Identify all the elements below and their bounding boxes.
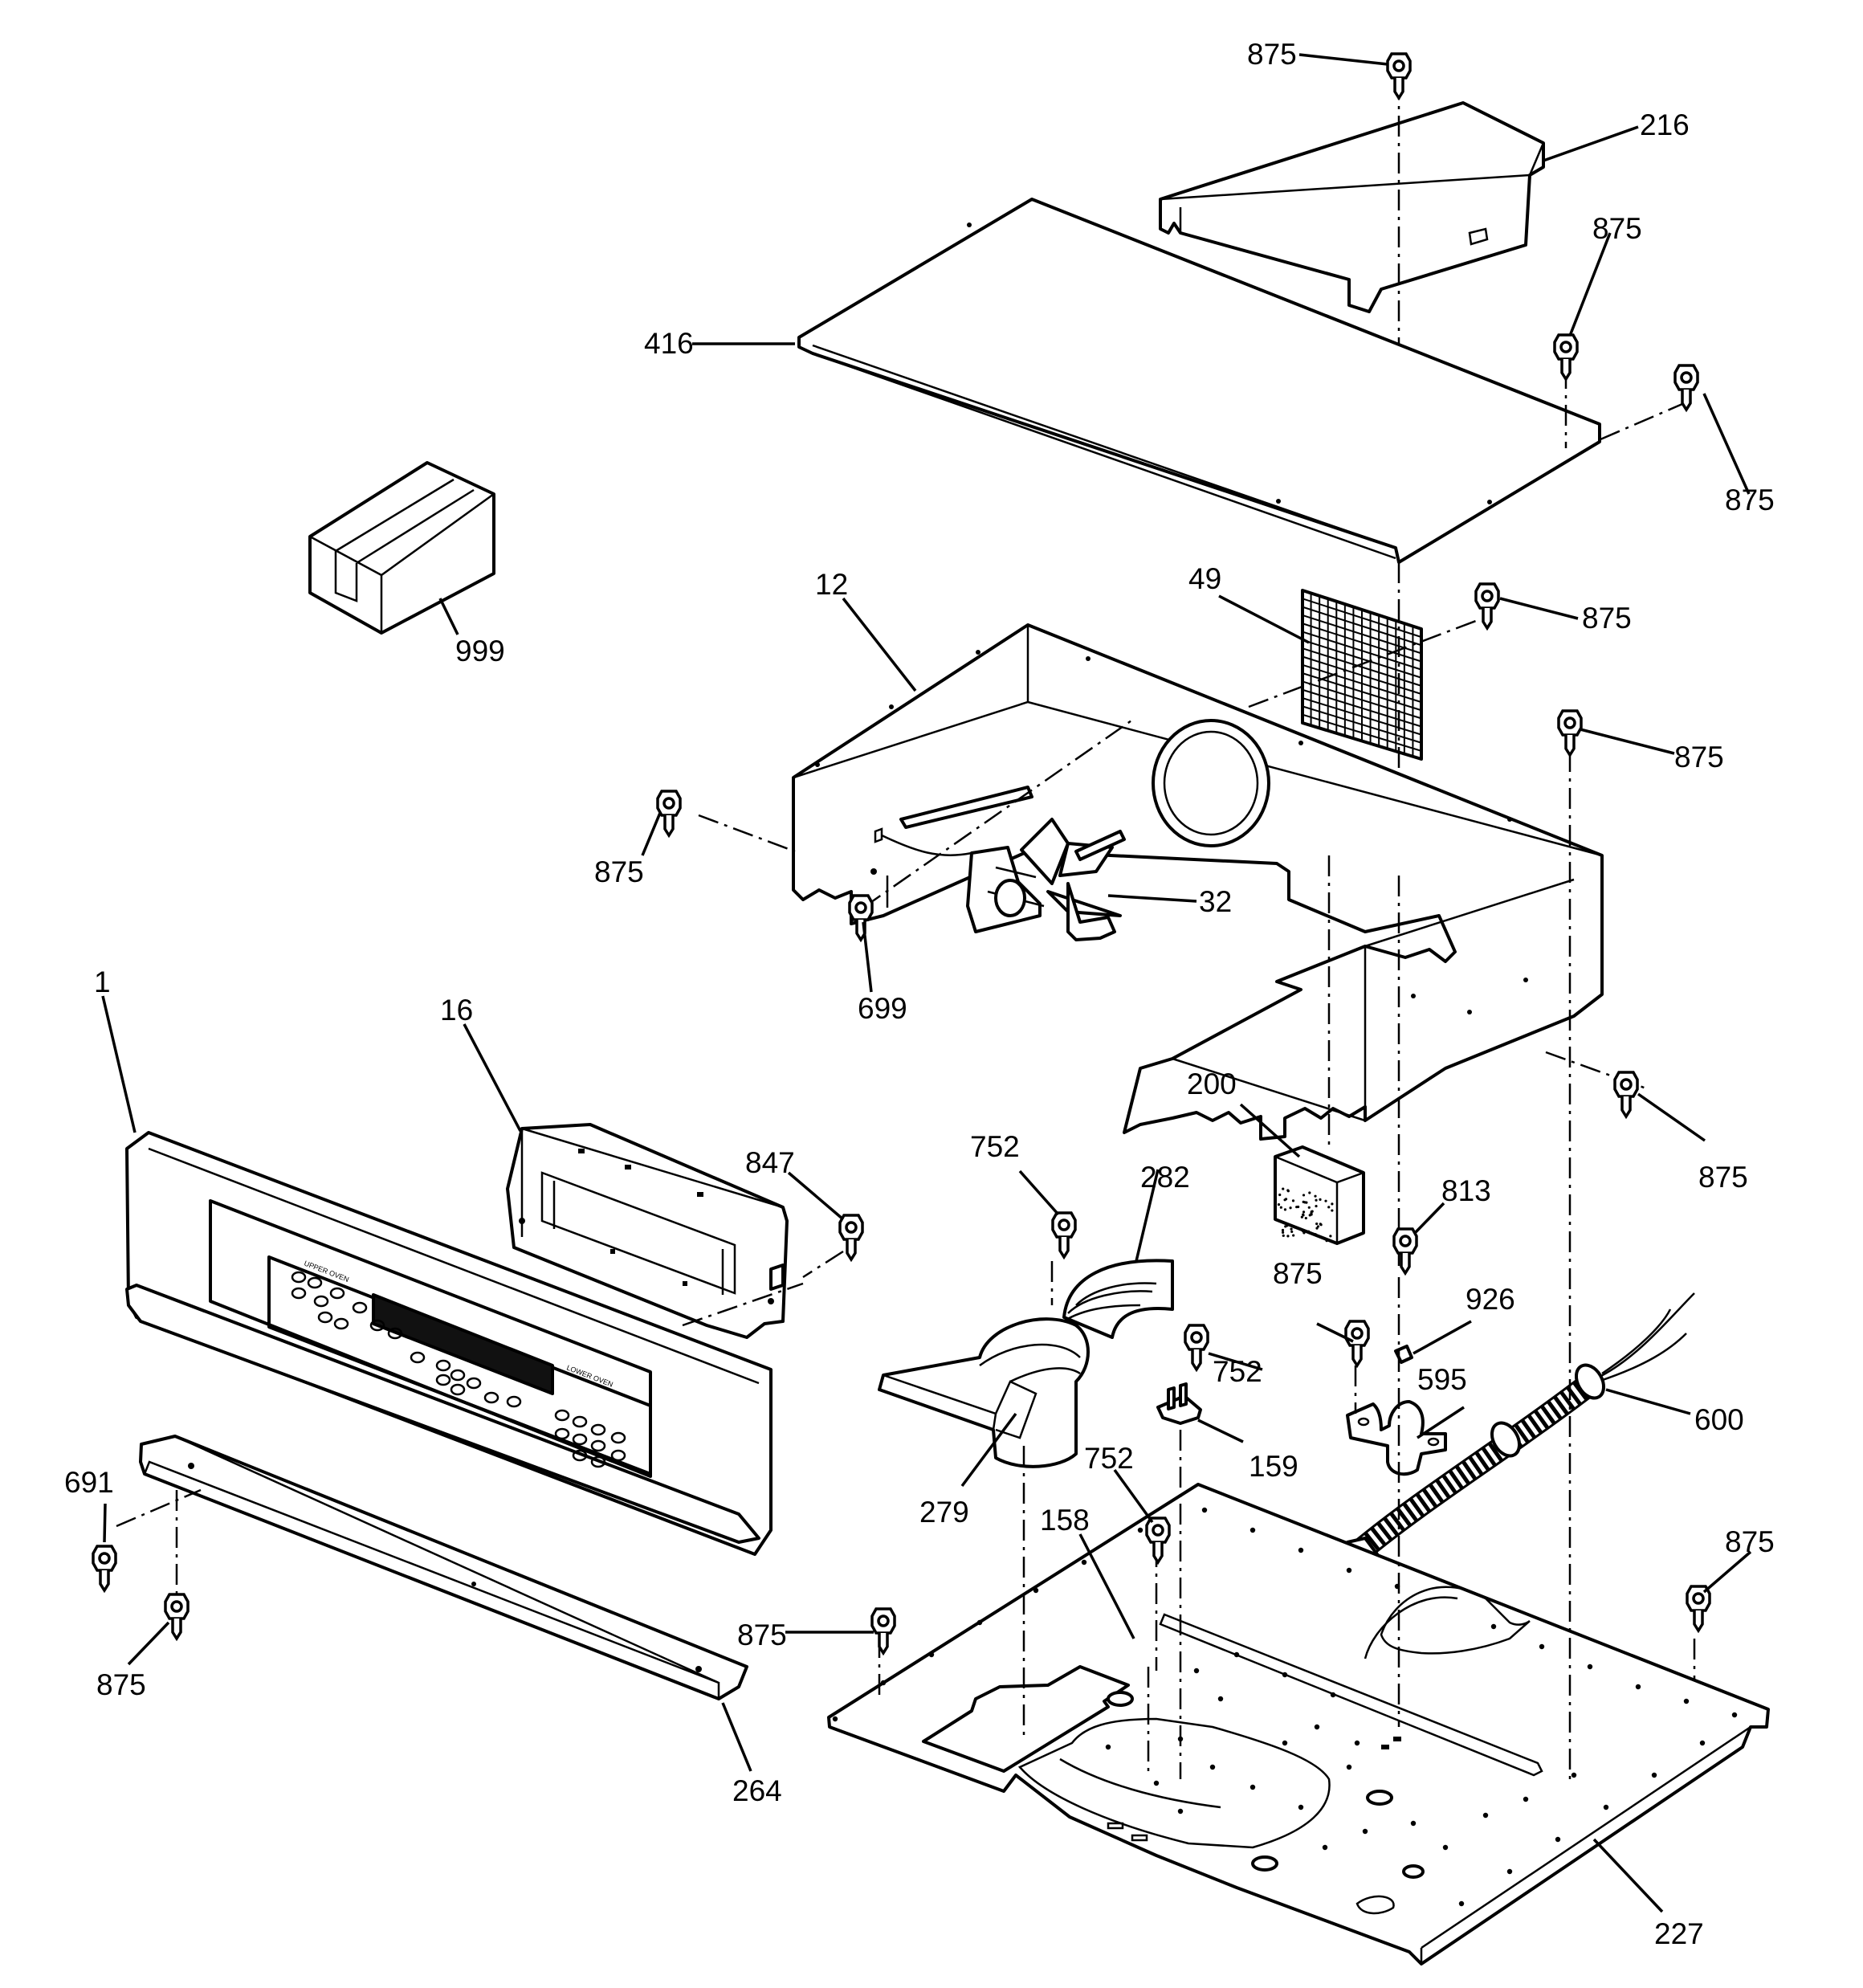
part-600-power-cord xyxy=(1298,1292,1695,1623)
part-12-housing xyxy=(792,623,1604,1141)
screw-875-h xyxy=(1344,1320,1370,1367)
label-875: 875 xyxy=(737,1619,787,1651)
label-32: 32 xyxy=(1199,885,1232,918)
part-16-control-board xyxy=(506,1123,789,1339)
label-752: 752 xyxy=(1084,1442,1134,1475)
center-lines xyxy=(116,79,1696,1785)
screw-752-b xyxy=(1184,1324,1209,1371)
screw-875-i xyxy=(164,1593,190,1640)
part-159-thermal-switch xyxy=(1156,1382,1202,1425)
part-49-mesh-screen xyxy=(1301,589,1423,761)
label-699: 699 xyxy=(858,992,907,1025)
part-264-trim-strip xyxy=(139,1435,748,1700)
label-999: 999 xyxy=(455,635,505,667)
screw-847 xyxy=(838,1214,864,1261)
screw-813 xyxy=(1392,1227,1418,1275)
label-264: 264 xyxy=(732,1774,782,1807)
label-159: 159 xyxy=(1249,1450,1298,1483)
label-875: 875 xyxy=(96,1668,146,1701)
screw-875-top xyxy=(1386,52,1412,100)
label-875: 875 xyxy=(594,855,644,888)
label-216: 216 xyxy=(1640,108,1690,141)
part-216-duct-cover xyxy=(1159,101,1545,313)
label-875: 875 xyxy=(1273,1257,1323,1290)
label-813: 813 xyxy=(1441,1174,1491,1207)
label-926: 926 xyxy=(1466,1283,1515,1316)
screw-699 xyxy=(848,894,874,941)
part-32-fan-motor xyxy=(874,786,1126,941)
label-227: 227 xyxy=(1654,1917,1704,1950)
part-279-air-diverter xyxy=(878,1317,1090,1468)
screw-875-j xyxy=(870,1607,896,1655)
label-16: 16 xyxy=(440,994,473,1027)
label-595: 595 xyxy=(1417,1363,1467,1396)
label-691: 691 xyxy=(64,1466,114,1499)
label-847: 847 xyxy=(745,1146,795,1179)
label-416: 416 xyxy=(644,327,694,360)
label-752: 752 xyxy=(1213,1355,1262,1388)
label-875: 875 xyxy=(1698,1161,1748,1194)
leader-lines xyxy=(101,53,1752,1913)
label-875: 875 xyxy=(1582,602,1632,635)
label-600: 600 xyxy=(1694,1403,1744,1436)
label-875: 875 xyxy=(1247,38,1297,71)
label-875: 875 xyxy=(1725,1525,1775,1558)
part-416-top-panel xyxy=(797,198,1601,564)
label-875: 875 xyxy=(1725,484,1775,516)
part-1-control-panel: UPPER OVEN LOWER OVEN xyxy=(125,1131,773,1556)
label-282: 282 xyxy=(1140,1161,1190,1194)
keypad xyxy=(291,1271,626,1468)
label-200: 200 xyxy=(1187,1067,1237,1100)
label-12: 12 xyxy=(815,568,848,601)
label-752: 752 xyxy=(970,1130,1020,1163)
part-595-cable-clamp xyxy=(1346,1400,1447,1476)
screw-875-b xyxy=(1553,333,1579,381)
part-labels: 875 216 875 416 875 999 12 49 875 875 87… xyxy=(64,38,1775,1950)
part-227-bottom-plate xyxy=(827,1483,1770,1966)
label-158: 158 xyxy=(1040,1504,1090,1537)
screw-875-c xyxy=(1673,364,1699,411)
screw-875-d xyxy=(1474,582,1500,630)
label-279: 279 xyxy=(919,1496,969,1529)
label-875: 875 xyxy=(1674,741,1724,774)
label-1: 1 xyxy=(94,965,111,998)
screw-875-g xyxy=(1613,1071,1639,1118)
screw-875-e xyxy=(1557,709,1583,757)
screw-691 xyxy=(92,1545,117,1592)
label-49: 49 xyxy=(1188,562,1221,595)
part-999-carton xyxy=(308,461,495,635)
part-282-flex-duct xyxy=(1059,1259,1174,1339)
screw-752-a xyxy=(1051,1211,1077,1259)
screw-875-k xyxy=(1686,1585,1711,1632)
label-875: 875 xyxy=(1592,212,1642,245)
part-200-foam-block xyxy=(1274,1145,1365,1245)
